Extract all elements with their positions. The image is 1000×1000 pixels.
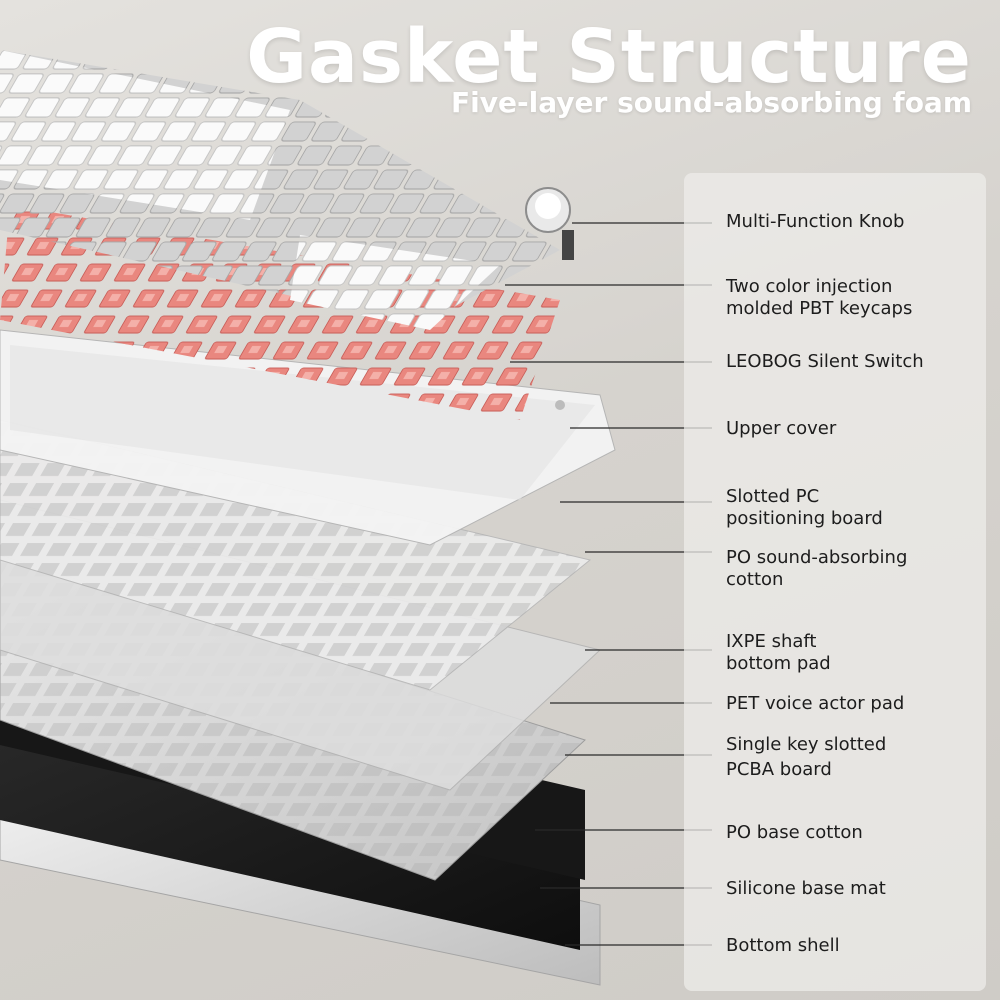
- callout-bottom-shell: Bottom shell: [726, 935, 840, 956]
- callout-po-cotton-line2: cotton: [726, 569, 784, 590]
- callout-keycaps-line1: Two color injection: [726, 276, 893, 297]
- callout-keycaps-line2: molded PBT keycaps: [726, 298, 913, 319]
- callout-pcba-line1: Single key slotted: [726, 734, 887, 755]
- callout-po-cotton-line1: PO sound-absorbing: [726, 547, 908, 568]
- callout-pcba-line2: PCBA board: [726, 759, 832, 780]
- page-subtitle: Five-layer sound-absorbing foam: [451, 86, 972, 119]
- callout-switch: LEOBOG Silent Switch: [726, 351, 924, 372]
- callout-ixpe-pad: IXPE shaft bottom pad: [726, 631, 831, 675]
- callout-panel: [684, 173, 986, 991]
- callout-po-base-cotton: PO base cotton: [726, 822, 863, 843]
- callout-keycaps: Two color injection molded PBT keycaps: [726, 276, 912, 320]
- page-title: Gasket Structure: [246, 14, 972, 100]
- keycaps-layer: [0, 50, 560, 330]
- callout-ixpe-pad-line2: bottom pad: [726, 653, 831, 674]
- callout-positioning-board: Slotted PC positioning board: [726, 486, 883, 530]
- callout-knob: Multi-Function Knob: [726, 211, 905, 232]
- callout-positioning-board-line1: Slotted PC: [726, 486, 820, 507]
- callout-positioning-board-line2: positioning board: [726, 508, 883, 529]
- callout-silicone-mat: Silicone base mat: [726, 878, 886, 899]
- callout-pcba: Single key slotted PCBA board: [726, 734, 886, 781]
- callout-upper-cover: Upper cover: [726, 418, 837, 439]
- callout-po-cotton: PO sound-absorbing cotton: [726, 547, 907, 591]
- callout-pet-pad: PET voice actor pad: [726, 693, 905, 714]
- callout-ixpe-pad-line1: IXPE shaft: [726, 631, 817, 652]
- knob-graphic: [525, 187, 574, 260]
